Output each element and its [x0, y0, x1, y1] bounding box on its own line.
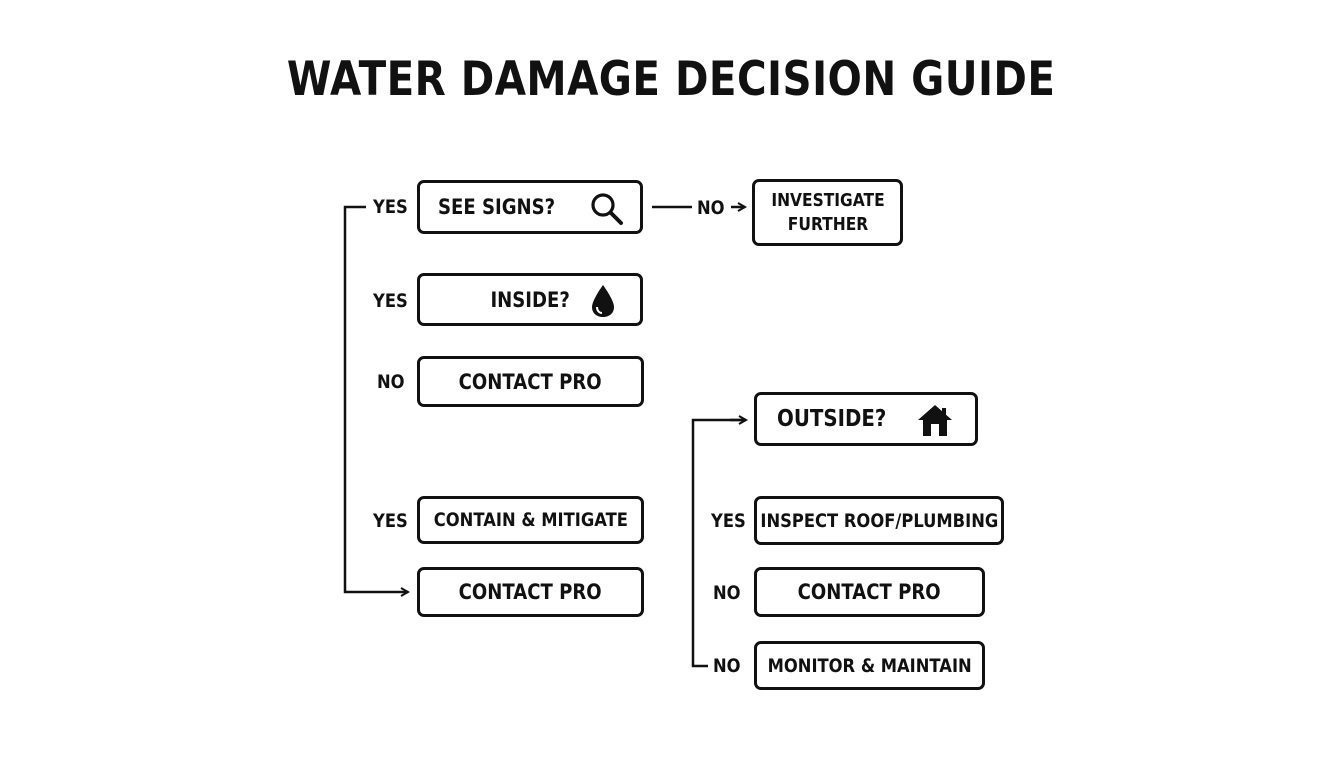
node-inside-label: INSIDE?	[490, 287, 570, 312]
label-no-signs: NO	[697, 197, 725, 219]
right-loop-connector	[691, 418, 746, 668]
node-see-signs: SEE SIGNS?	[417, 180, 643, 234]
node-investigate-further: INVESTIGATE FURTHER	[752, 179, 903, 246]
node-contact-pro-3-label: CONTACT PRO	[798, 580, 941, 604]
node-monitor-label: MONITOR & MAINTAIN	[767, 654, 972, 677]
label-no-contact: NO	[377, 371, 405, 393]
node-contact-pro-1: CONTACT PRO	[417, 356, 644, 407]
node-outside: OUTSIDE?	[754, 392, 978, 446]
node-see-signs-label: SEE SIGNS?	[438, 195, 556, 219]
label-yes-signs: YES	[373, 196, 408, 218]
water-drop-icon	[592, 285, 614, 317]
node-outside-label: OUTSIDE?	[777, 406, 887, 432]
label-yes-contain: YES	[373, 510, 408, 532]
label-no-contact-outside: NO	[713, 582, 741, 604]
node-inside: INSIDE?	[417, 273, 643, 326]
house-icon	[918, 405, 952, 436]
node-contact-pro-3: CONTACT PRO	[754, 567, 985, 617]
magnifier-icon	[591, 193, 623, 225]
node-contain-label: CONTAIN & MITIGATE	[433, 509, 628, 531]
node-contact-pro-1-label: CONTACT PRO	[459, 369, 602, 394]
node-contact-pro-2-label: CONTACT PRO	[459, 580, 602, 604]
label-yes-inside: YES	[373, 290, 408, 312]
node-inspect-roof-plumbing: INSPECT ROOF/PLUMBING	[754, 496, 1004, 545]
node-investigate-label: INVESTIGATE FURTHER	[770, 189, 885, 235]
diagram-title: WATER DAMAGE DECISION GUIDE	[286, 52, 1056, 107]
node-contact-pro-2: CONTACT PRO	[417, 567, 644, 617]
left-loop-connector	[343, 205, 408, 592]
node-inspect-label: INSPECT ROOF/PLUMBING	[760, 509, 998, 532]
label-yes-inspect: YES	[711, 510, 746, 532]
node-contain-mitigate: CONTAIN & MITIGATE	[417, 496, 644, 544]
label-no-monitor: NO	[713, 655, 741, 677]
node-monitor-maintain: MONITOR & MAINTAIN	[754, 641, 985, 690]
